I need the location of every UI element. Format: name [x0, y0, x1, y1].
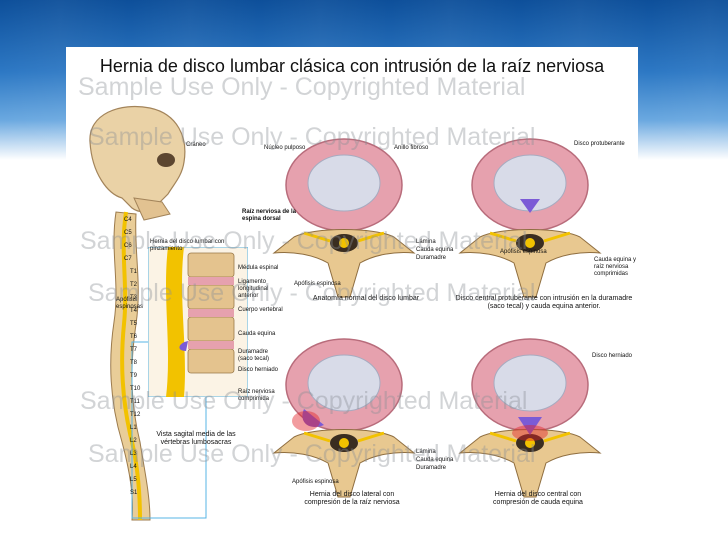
vertebra-level-t12: T12 — [130, 412, 141, 418]
panel-bottom-left-inflammation — [292, 411, 320, 431]
tl-label-raiz: Raíz nerviosa de la espina dorsal — [242, 209, 297, 222]
tl-label-apofisis: Apófisis espinosa — [294, 281, 341, 287]
vertebra-level-t10: T10 — [130, 386, 141, 392]
bl-label-apofisis: Apófisis espinosa — [292, 479, 339, 485]
panel-top-left-cauda-equina — [339, 238, 349, 248]
panel-bottom-left-vertebral-arch — [272, 429, 416, 498]
panel-top-left-nerve-root-left — [303, 231, 331, 243]
bl-label-lamina: Lámina — [416, 449, 436, 455]
vertebra-level-t1: T1 — [130, 269, 138, 275]
panel-bottom-left-nucleus — [307, 354, 381, 412]
tr-caption: Disco central protuberante con intrusión… — [455, 295, 633, 310]
vertebra-level-l3: L3 — [130, 451, 137, 457]
watermark-6: Sample Use Only - Copyrighted Material — [88, 440, 536, 468]
inset-herniation — [179, 341, 188, 351]
watermark-5: Sample Use Only - Copyrighted Material — [80, 387, 528, 415]
spine-label-7: Raíz nerviosa comprimida — [238, 389, 275, 402]
vertebra-level-t11: T11 — [130, 399, 140, 405]
vertebra-level-c4: C4 — [124, 217, 132, 223]
vertebra-level-t4: T4 — [130, 308, 138, 314]
panel-bottom-right-nucleus — [493, 354, 567, 412]
panel-top-left-vertebral-arch — [272, 229, 416, 298]
panel-bottom-left-nerve-root-right — [357, 431, 385, 443]
tl-caption: Anatomía normal del disco lumbar — [312, 295, 420, 302]
panel-bottom-right-herniation — [518, 417, 542, 435]
panel-bottom-right-nerve-root-right — [543, 431, 571, 443]
spine-label-1: Médula espinal — [238, 265, 279, 271]
inset-discs — [188, 277, 234, 349]
vertebra-level-l4: L4 — [130, 464, 137, 470]
panel-bottom-left-herniation — [302, 409, 324, 428]
tl-label-duramadre: Duramadre — [416, 255, 447, 261]
spine-label-5: Duramadre (saco tecal) — [238, 349, 270, 362]
tr-label-apofisis: Apófisis espinosa — [500, 249, 547, 255]
tr-label-cauda: Cauda equina y raíz nerviosa comprimidas — [594, 257, 637, 277]
spine-label-6: Disco herniado — [238, 367, 279, 373]
vertebra-level-t8: T8 — [130, 360, 138, 366]
slide-title: Hernia de disco lumbar clásica con intru… — [99, 56, 605, 76]
vertebra-level-t9: T9 — [130, 373, 138, 379]
vertebra-level-s1: S1 — [130, 490, 138, 496]
tl-label-cauda: Cauda equina — [416, 247, 454, 253]
br-label-disco: Disco herniado — [592, 353, 633, 359]
panel-top-right-cauda-equina — [525, 238, 535, 248]
apofisis-label: Apófisis espinosas — [116, 297, 144, 310]
spine-illustration — [89, 105, 207, 521]
tr-label-disco: Disco protuberante — [574, 141, 625, 147]
panel-bottom-left-cauda-equina — [339, 438, 349, 448]
panel-top-left-nucleus — [307, 154, 381, 212]
cranium-label: Cráneo — [186, 142, 206, 148]
bl-label-duramadre: Duramadre — [416, 465, 447, 471]
vertebra-level-l1: L1 — [130, 425, 137, 431]
watermark-4: Sample Use Only - Copyrighted Material — [88, 279, 536, 307]
skull-shape — [89, 105, 186, 213]
slide: Hernia de disco lumbar clásica con intru… — [66, 47, 638, 525]
watermark-1: Sample Use Only - Copyrighted Material — [78, 73, 526, 101]
vertebra-level-c5: C5 — [124, 230, 132, 236]
lumbar-inset-illustration — [148, 247, 248, 397]
bl-label-cauda: Cauda equina — [416, 457, 454, 463]
panel-bottom-left-nerve-root-left — [303, 431, 331, 443]
vertebra-level-l5: L5 — [130, 477, 137, 483]
panel-top-right-nerve-root-right — [543, 231, 571, 243]
vertebra-level-c6: C6 — [124, 243, 132, 249]
jaw — [133, 197, 171, 221]
br-caption: Hernia del disco central con compresión … — [493, 491, 583, 506]
panel-bottom-right-cauda-equina — [525, 438, 535, 448]
spine-label-2: Ligamento longitudinal anterior — [238, 279, 269, 299]
tl-label-nucleo: Núcleo pulposo — [264, 145, 306, 151]
spinal-cord — [120, 211, 142, 521]
bl-caption: Hernia del disco lateral con compresión … — [304, 491, 400, 506]
panel-bottom-right-nerve-root-left — [489, 431, 517, 443]
vertebra-level-t6: T6 — [130, 334, 138, 340]
panel-top-right-vertebral-arch — [458, 229, 602, 298]
eye-socket — [157, 153, 175, 167]
tl-label-anillo: Anillo fibroso — [394, 145, 429, 151]
vertebra-level-c7: C7 — [124, 256, 132, 262]
vertebra-level-t3: T3 — [130, 295, 138, 301]
panel-top-left-nerve-root-right — [357, 231, 385, 243]
vertebra-level-t5: T5 — [130, 321, 138, 327]
vertebra-level-l2: L2 — [130, 438, 137, 444]
vertebra-level-t2: T2 — [130, 282, 138, 288]
vertebra-level-t7: T7 — [130, 347, 138, 353]
tl-label-lamina: Lámina — [416, 239, 436, 245]
watermark-2: Sample Use Only - Copyrighted Material — [88, 123, 536, 151]
spine-label-3: Cuerpo vertebral — [238, 307, 283, 313]
panel-top-right-nerve-root-left — [489, 231, 517, 243]
watermark-3: Sample Use Only - Copyrighted Material — [80, 227, 528, 255]
spine-caption: Vista sagital media de las vértebras lum… — [156, 431, 236, 446]
inset-title: Hernia del disco lumbar con pinzamiento — [150, 239, 225, 252]
panel-bottom-right-inflammation — [512, 425, 548, 441]
spine-label-4: Cauda equina — [238, 331, 276, 337]
panel-top-right-protrusion — [520, 199, 540, 213]
disc-panels — [272, 138, 602, 498]
